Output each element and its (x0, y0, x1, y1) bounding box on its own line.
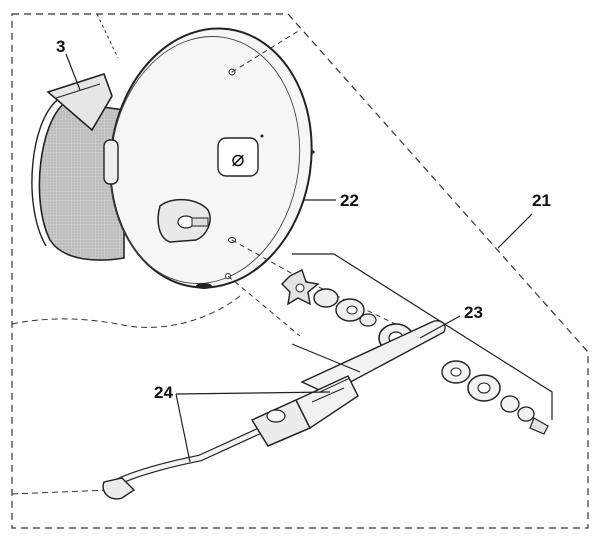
callout-22: 22 (340, 191, 359, 210)
assembly-21-boundary (11, 13, 589, 529)
star-knob (281, 269, 320, 306)
callout-3: 3 (56, 37, 65, 56)
leader-24 (175, 391, 331, 463)
dashed-curve-left (11, 295, 241, 328)
hose-reel-drum (31, 97, 125, 261)
dotted-guide-top (96, 13, 119, 59)
cable-link (291, 343, 361, 373)
part-3-bracket (46, 73, 113, 132)
spray-nozzle-24 (102, 375, 359, 500)
callout-24: 24 (154, 383, 173, 402)
reel-cover-22: ⌀ (103, 27, 315, 289)
callout-23: 23 (464, 303, 483, 322)
leader-23 (419, 315, 461, 339)
leader-3 (65, 53, 81, 91)
lower-washers (441, 360, 549, 435)
arm-plate-23 (300, 320, 446, 395)
leader-dash-lower (227, 275, 301, 337)
logo-badge-icon (217, 137, 259, 177)
leader-dash-axis (231, 239, 421, 337)
callout-21: 21 (532, 191, 551, 210)
dashed-line-bottom (11, 489, 111, 495)
leader-21 (497, 213, 533, 249)
logo-glyph-icon: ⌀ (231, 146, 244, 171)
leader-dash-top (231, 29, 301, 73)
